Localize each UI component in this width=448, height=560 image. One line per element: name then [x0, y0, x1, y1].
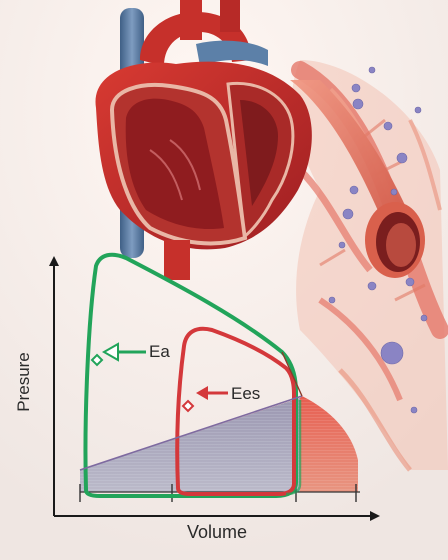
ees-line [281, 351, 303, 397]
heart-illustration [95, 0, 312, 280]
ventricle-chamber [125, 98, 224, 230]
descending-aorta [164, 240, 190, 280]
ea-marker [90, 342, 146, 367]
particle-cluster [328, 66, 428, 414]
ees-label: Ees [231, 384, 261, 403]
ea-line [79, 395, 303, 471]
left-arrow-icon [101, 342, 119, 362]
left-arrow-icon [196, 386, 208, 400]
ea-label: Ea [149, 342, 170, 361]
y-axis-label: Presure [14, 352, 33, 412]
x-axis-label: Volume [186, 522, 248, 542]
artery-cross-section [290, 80, 425, 278]
ees-marker [181, 386, 228, 413]
axes [49, 256, 380, 521]
stroke-work-fills [80, 396, 358, 492]
pulmonary-artery [196, 40, 268, 66]
red-loop [175, 326, 296, 496]
